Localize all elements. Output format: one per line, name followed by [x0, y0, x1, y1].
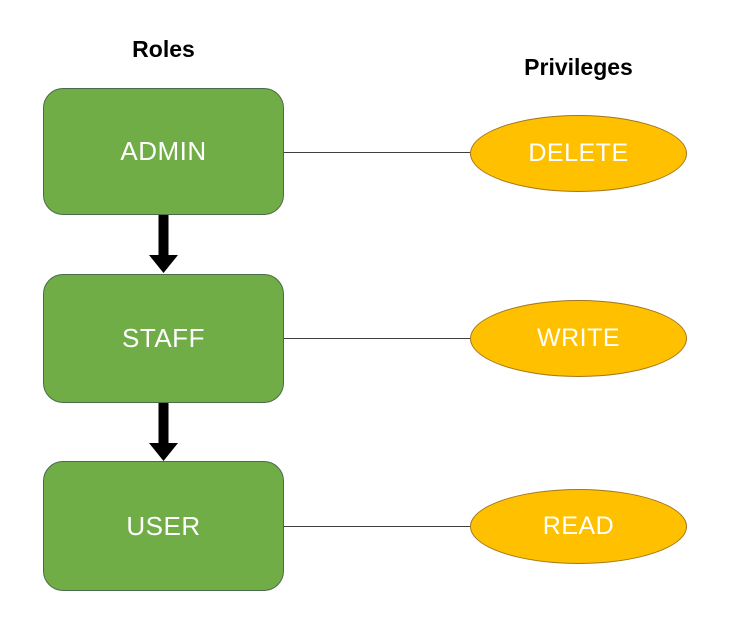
connector-admin-delete	[284, 152, 470, 153]
privilege-node-write: WRITE	[470, 300, 687, 377]
privilege-label-write: WRITE	[536, 324, 621, 352]
role-label-staff: STAFF	[122, 323, 205, 353]
role-node-staff: STAFF	[43, 274, 284, 403]
privilege-node-delete: DELETE	[470, 115, 687, 192]
roles-heading: Roles	[132, 36, 195, 62]
privileges-heading: Privileges	[524, 54, 633, 80]
down-arrow-admin-to-staff	[149, 215, 178, 273]
privilege-label-delete: DELETE	[528, 139, 629, 167]
role-node-admin: ADMIN	[43, 88, 284, 215]
role-node-user: USER	[43, 461, 284, 591]
down-arrow-staff-to-user	[149, 403, 178, 461]
connector-staff-write	[284, 338, 470, 339]
privilege-label-read: READ	[542, 512, 615, 540]
privilege-node-read: READ	[470, 489, 687, 564]
role-label-user: USER	[126, 510, 201, 541]
role-label-admin: ADMIN	[120, 136, 207, 166]
connector-user-read	[284, 526, 470, 527]
